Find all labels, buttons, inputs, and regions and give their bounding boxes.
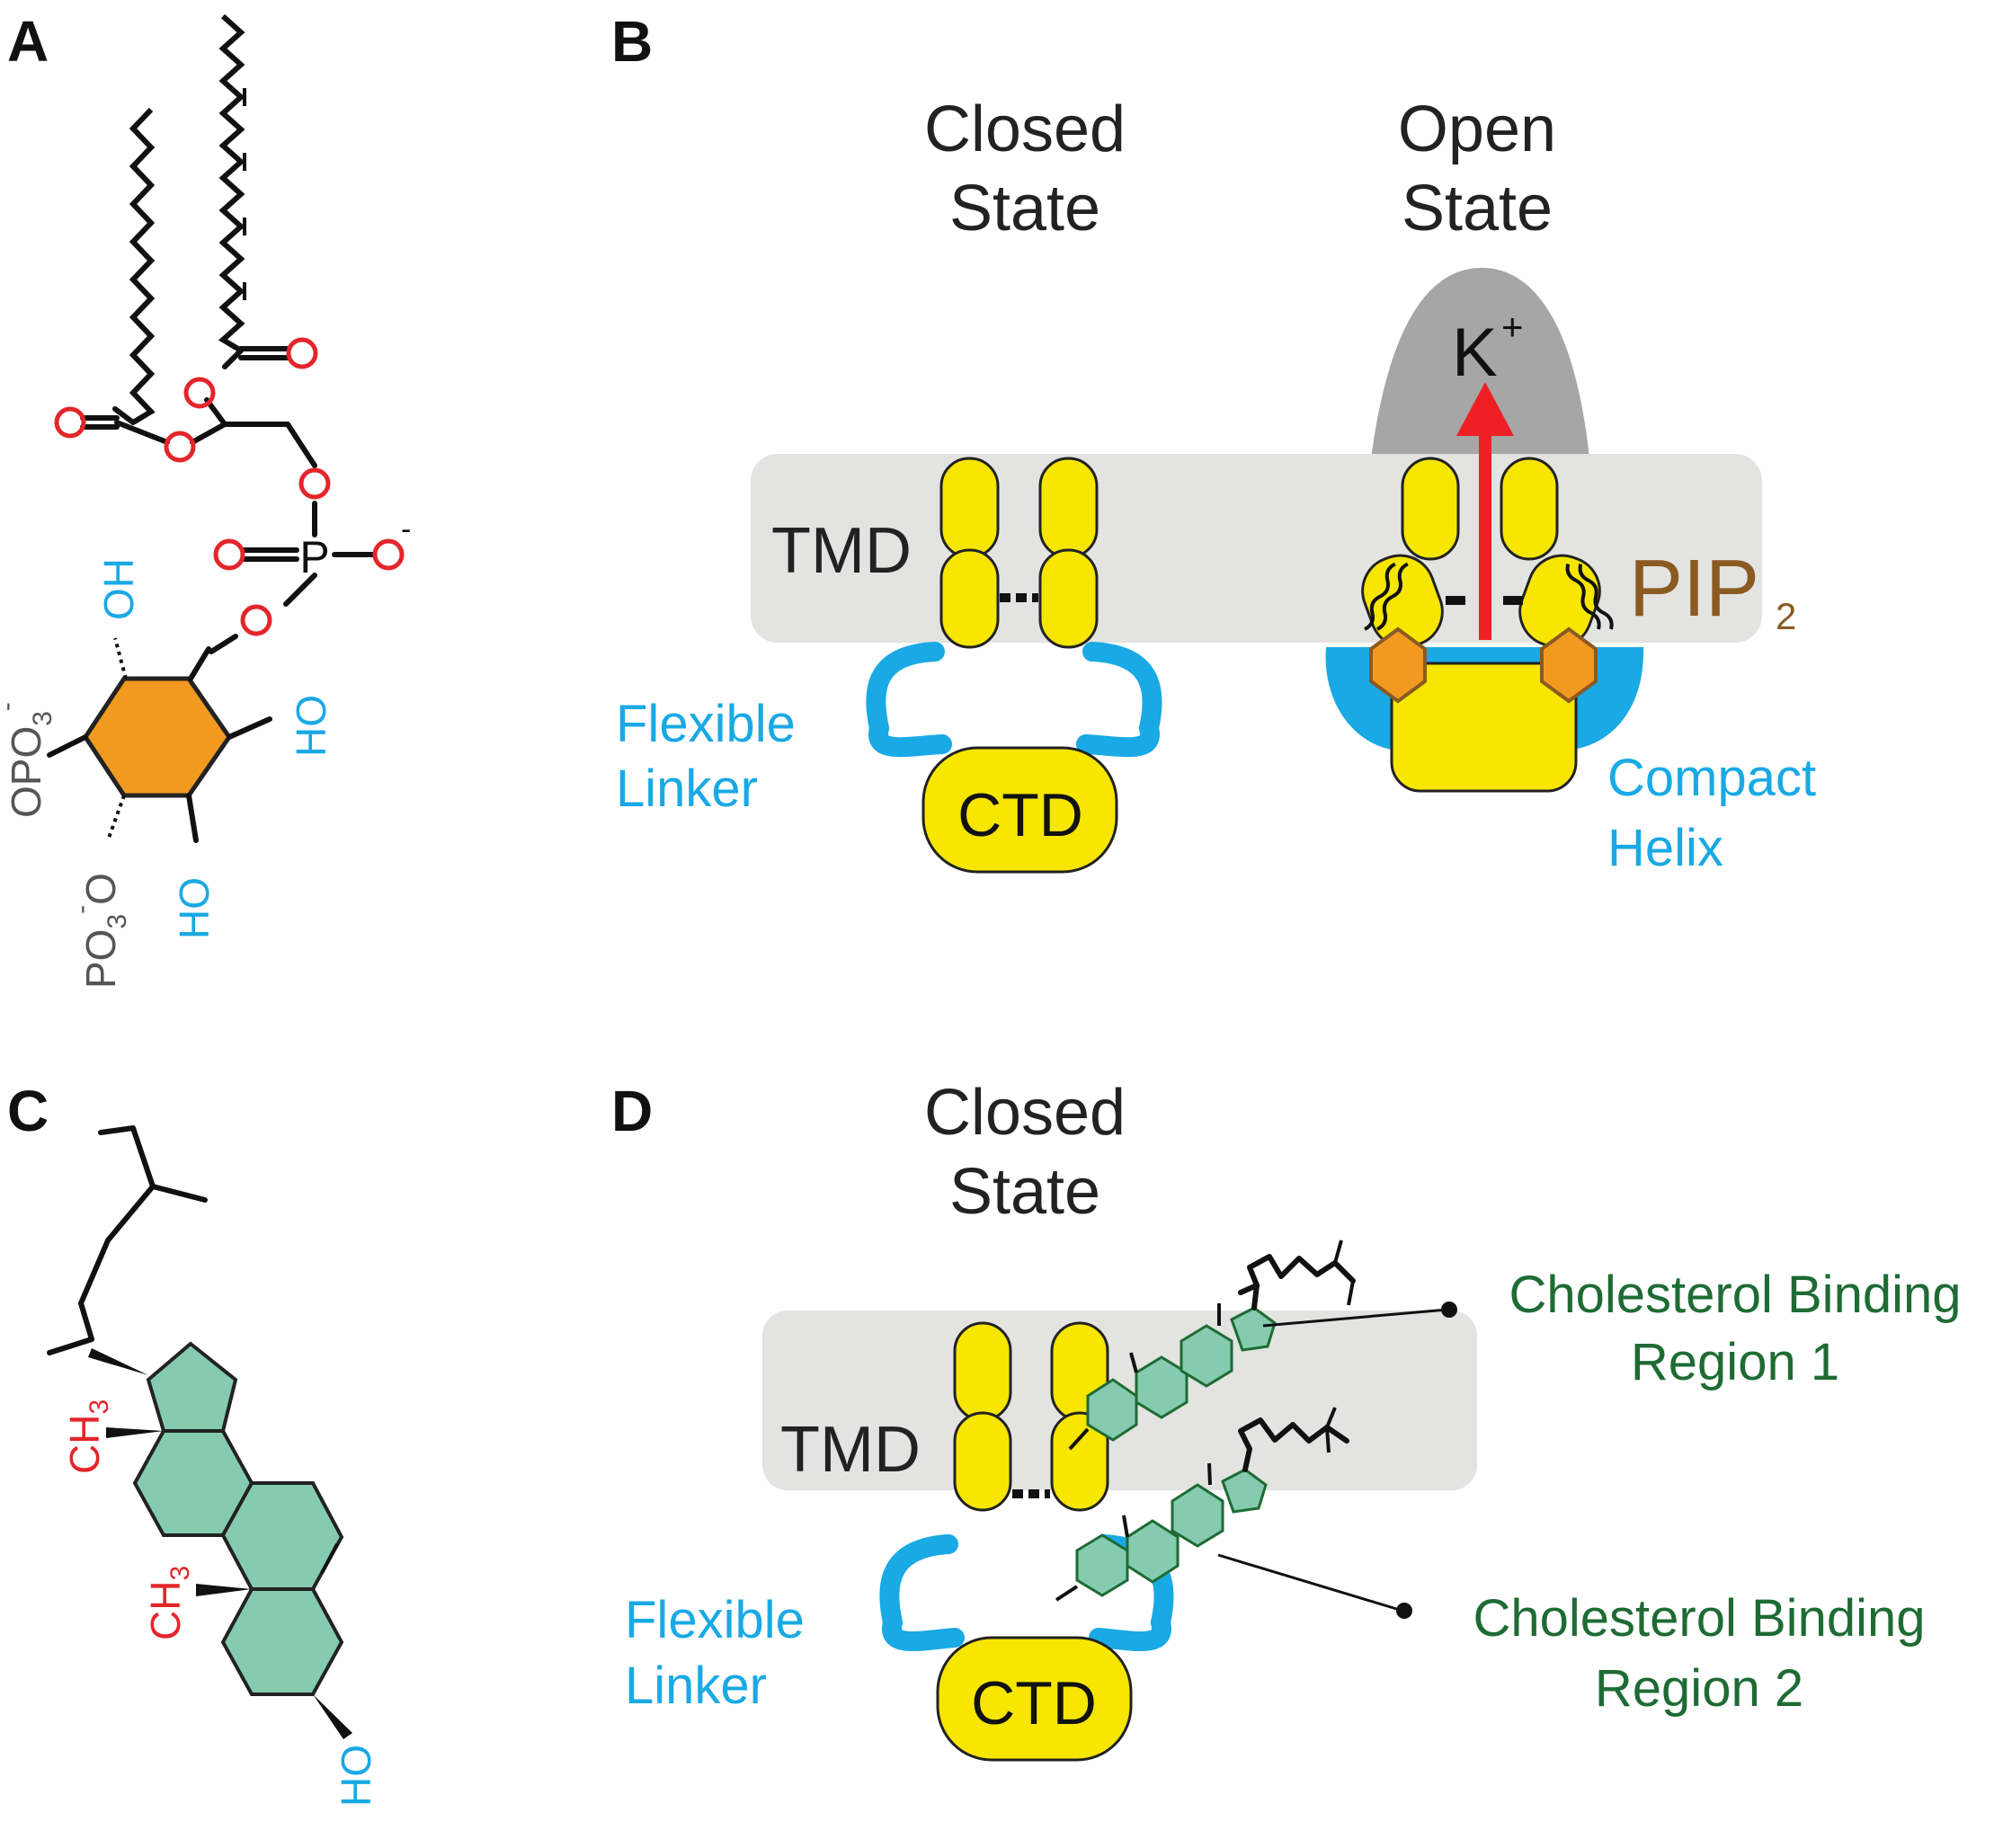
oh-top-label: OH [95, 558, 142, 620]
flexible-linker-right [1076, 642, 1162, 758]
oxygen [240, 604, 272, 636]
wedge-bond [88, 1348, 148, 1375]
potassium-label: K + [1452, 306, 1524, 391]
compact-helix-label-line1: Compact [1607, 749, 1816, 807]
tm-helix [953, 1321, 1012, 1422]
tm-helix [939, 548, 1000, 649]
region-2-label-line2: Region 2 [1595, 1659, 1803, 1718]
panel-label-c: C [7, 1079, 49, 1143]
ctd-domain [921, 746, 1118, 874]
pip2-structure: P - OH HO HO OPO3- PO3-O [0, 13, 411, 989]
ring-substituents [47, 646, 272, 843]
sterol-ring-a [220, 1587, 344, 1696]
ch3-mid-label: CH3 [142, 1566, 195, 1640]
ho-right-label: HO [288, 695, 334, 757]
pip2-headgroup [1369, 626, 1427, 704]
o-minus-charge: - [401, 512, 411, 546]
cholesterol-molecule-1 [1068, 1239, 1356, 1451]
region-1-label-line1: Cholesterol Binding [1509, 1266, 1962, 1324]
tm-helix [953, 1411, 1012, 1512]
flexible-linker-label-line2: Linker [616, 760, 758, 818]
inositol-ring [83, 676, 233, 798]
pointer-dot-region-2 [1396, 1603, 1412, 1619]
cholesterol-molecule-2 [1055, 1407, 1349, 1602]
tm-helix [1401, 457, 1460, 561]
panel-label-b: B [611, 9, 653, 74]
wedge-bond [196, 1584, 252, 1596]
svg-text:K: K [1452, 315, 1498, 391]
pointer-region-2 [1217, 1553, 1403, 1613]
ctd-domain [936, 1636, 1133, 1762]
flexible-linker-label-line1: Flexible [616, 695, 796, 753]
open-channel-b [1325, 382, 1644, 793]
svg-text:PIP: PIP [1629, 544, 1759, 634]
pointer-dot-region-1 [1441, 1302, 1457, 1318]
oxygen [164, 431, 196, 463]
oxygen [54, 406, 86, 439]
svg-text:PO3-O: PO3-O [67, 873, 132, 989]
oxygen [298, 467, 331, 500]
compact-helix-label-line2: Helix [1607, 819, 1723, 877]
oxygen [286, 337, 318, 369]
tm-helix [1500, 457, 1559, 561]
region-2-label-line1: Cholesterol Binding [1473, 1589, 1926, 1648]
ion-flow-arrowhead [1456, 382, 1514, 436]
ctd-domain-open [1390, 662, 1578, 793]
ring-double-bond [320, 1543, 339, 1574]
ho-bottom-label: HO [171, 877, 218, 939]
ho-label-cholesterol: HO [333, 1745, 379, 1807]
pip2-lipid-tails [1364, 562, 1614, 631]
closed-channel-d: CTD [879, 1239, 1457, 1762]
pip2-headgroup [1540, 626, 1598, 704]
wedge-bond [313, 1694, 352, 1739]
tmd-label-d: TMD [780, 1414, 921, 1486]
flexible-linker-left [866, 642, 952, 758]
oxygen [372, 538, 405, 571]
cholesterol-side-chain [47, 1125, 208, 1355]
oxygen [183, 377, 216, 409]
wedge-bond [106, 1427, 164, 1438]
hashed-bonds [106, 637, 128, 841]
cholesterol-structure: CH3 CH3 HO [47, 1125, 379, 1807]
svg-text:OPO3-: OPO3- [0, 702, 58, 818]
po3o-label: PO3-O [67, 873, 132, 989]
open-state-title-line1: Open [1398, 93, 1556, 165]
oxygen [213, 538, 245, 571]
sterol-ring-d [146, 1341, 238, 1433]
closed-state-title-d-line2: State [949, 1156, 1100, 1228]
opo3-label: OPO3- [0, 702, 58, 818]
svg-text:CH3: CH3 [61, 1399, 114, 1474]
closed-state-title-d-line1: Closed [924, 1077, 1126, 1149]
phosphorus-label: P [299, 532, 329, 582]
flexible-linker-label-d-line1: Flexible [625, 1591, 805, 1649]
acyl-chain-saturated [129, 107, 156, 425]
tm-helix [1038, 457, 1099, 559]
closed-state-title-line2: State [949, 173, 1100, 244]
tmd-label-b: TMD [771, 515, 912, 587]
pointer-region-1 [1262, 1308, 1448, 1328]
ctd-label: CTD [957, 781, 1083, 849]
tm-helix [1050, 1411, 1109, 1512]
closed-state-title-line1: Closed [924, 93, 1126, 165]
acyl-chain-unsaturated [218, 13, 245, 353]
ch3-top-label: CH3 [61, 1399, 114, 1474]
svg-text:2: 2 [1776, 595, 1796, 637]
svg-text:+: + [1501, 306, 1524, 348]
closed-channel-b: CTD [866, 457, 1162, 874]
region-1-label-line2: Region 1 [1631, 1333, 1839, 1391]
panel-label-d: D [611, 1079, 653, 1143]
flexible-linker-label-d-line2: Linker [625, 1657, 767, 1715]
glycerol-backbone [80, 346, 376, 654]
tm-helix [1038, 548, 1099, 649]
pip2-label: PIP 2 [1629, 544, 1796, 637]
open-state-title-line2: State [1402, 173, 1553, 244]
panel-label-a: A [7, 9, 49, 74]
tm-helix [939, 457, 1000, 559]
flexible-linker-left [879, 1534, 965, 1652]
ion-pore-cloud [1371, 268, 1589, 458]
svg-text:CH3: CH3 [142, 1566, 195, 1640]
ctd-label-d: CTD [971, 1669, 1097, 1737]
